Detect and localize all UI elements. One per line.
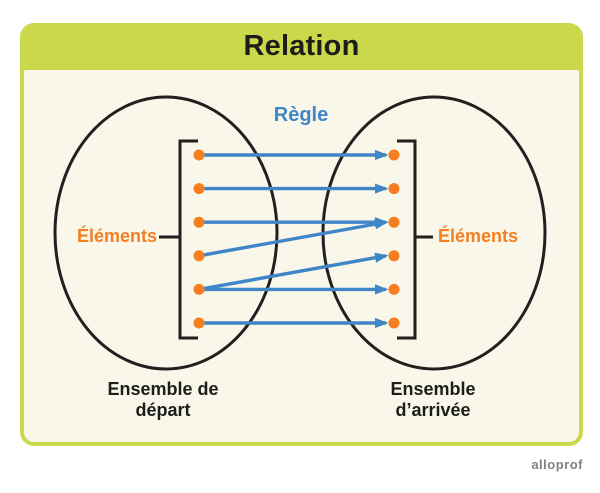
elements-label-right: Éléments: [438, 226, 519, 246]
card-title: Relation: [243, 30, 360, 62]
arrival-element-dot-6: [388, 317, 400, 329]
departure-set-label: Ensemble de départ: [63, 379, 263, 421]
relation-arrow-5-to-4: [198, 252, 389, 292]
arrows-layer: [198, 149, 389, 329]
departure-element-dot-5: [193, 283, 205, 295]
arrival-set-label-line2: d’arrivée: [395, 400, 471, 420]
rule-label: Règle: [273, 104, 329, 126]
departure-element-dot-2: [193, 183, 205, 195]
arrival-set-label: Ensemble d’arrivée: [333, 379, 533, 421]
departure-element-dot-6: [193, 317, 205, 329]
departure-element-dot-4: [193, 250, 205, 262]
left-bracket: [178, 139, 198, 340]
departure-set-label-line2: départ: [135, 400, 191, 420]
dots-layer: [193, 149, 400, 329]
elements-label-left: Éléments: [76, 226, 157, 246]
departure-element-dot-1: [193, 149, 205, 161]
departure-element-dot-3: [193, 216, 205, 228]
arrival-element-dot-2: [388, 183, 400, 195]
departure-set-label-line1: Ensemble de: [107, 379, 219, 399]
right-bracket: [397, 139, 417, 340]
arrival-element-dot-3: [388, 216, 400, 228]
arrival-set-label-line1: Ensemble: [390, 379, 476, 399]
lesson-card: Relation: [20, 23, 583, 446]
arrival-element-dot-5: [388, 283, 400, 295]
relation-arrow-4-to-3: [198, 219, 389, 258]
arrival-element-dot-4: [388, 250, 400, 262]
arrival-element-dot-1: [388, 149, 400, 161]
card-body: [24, 70, 579, 442]
alloprof-logo: alloprof: [531, 457, 583, 472]
departure-set-ellipse: [53, 95, 279, 371]
